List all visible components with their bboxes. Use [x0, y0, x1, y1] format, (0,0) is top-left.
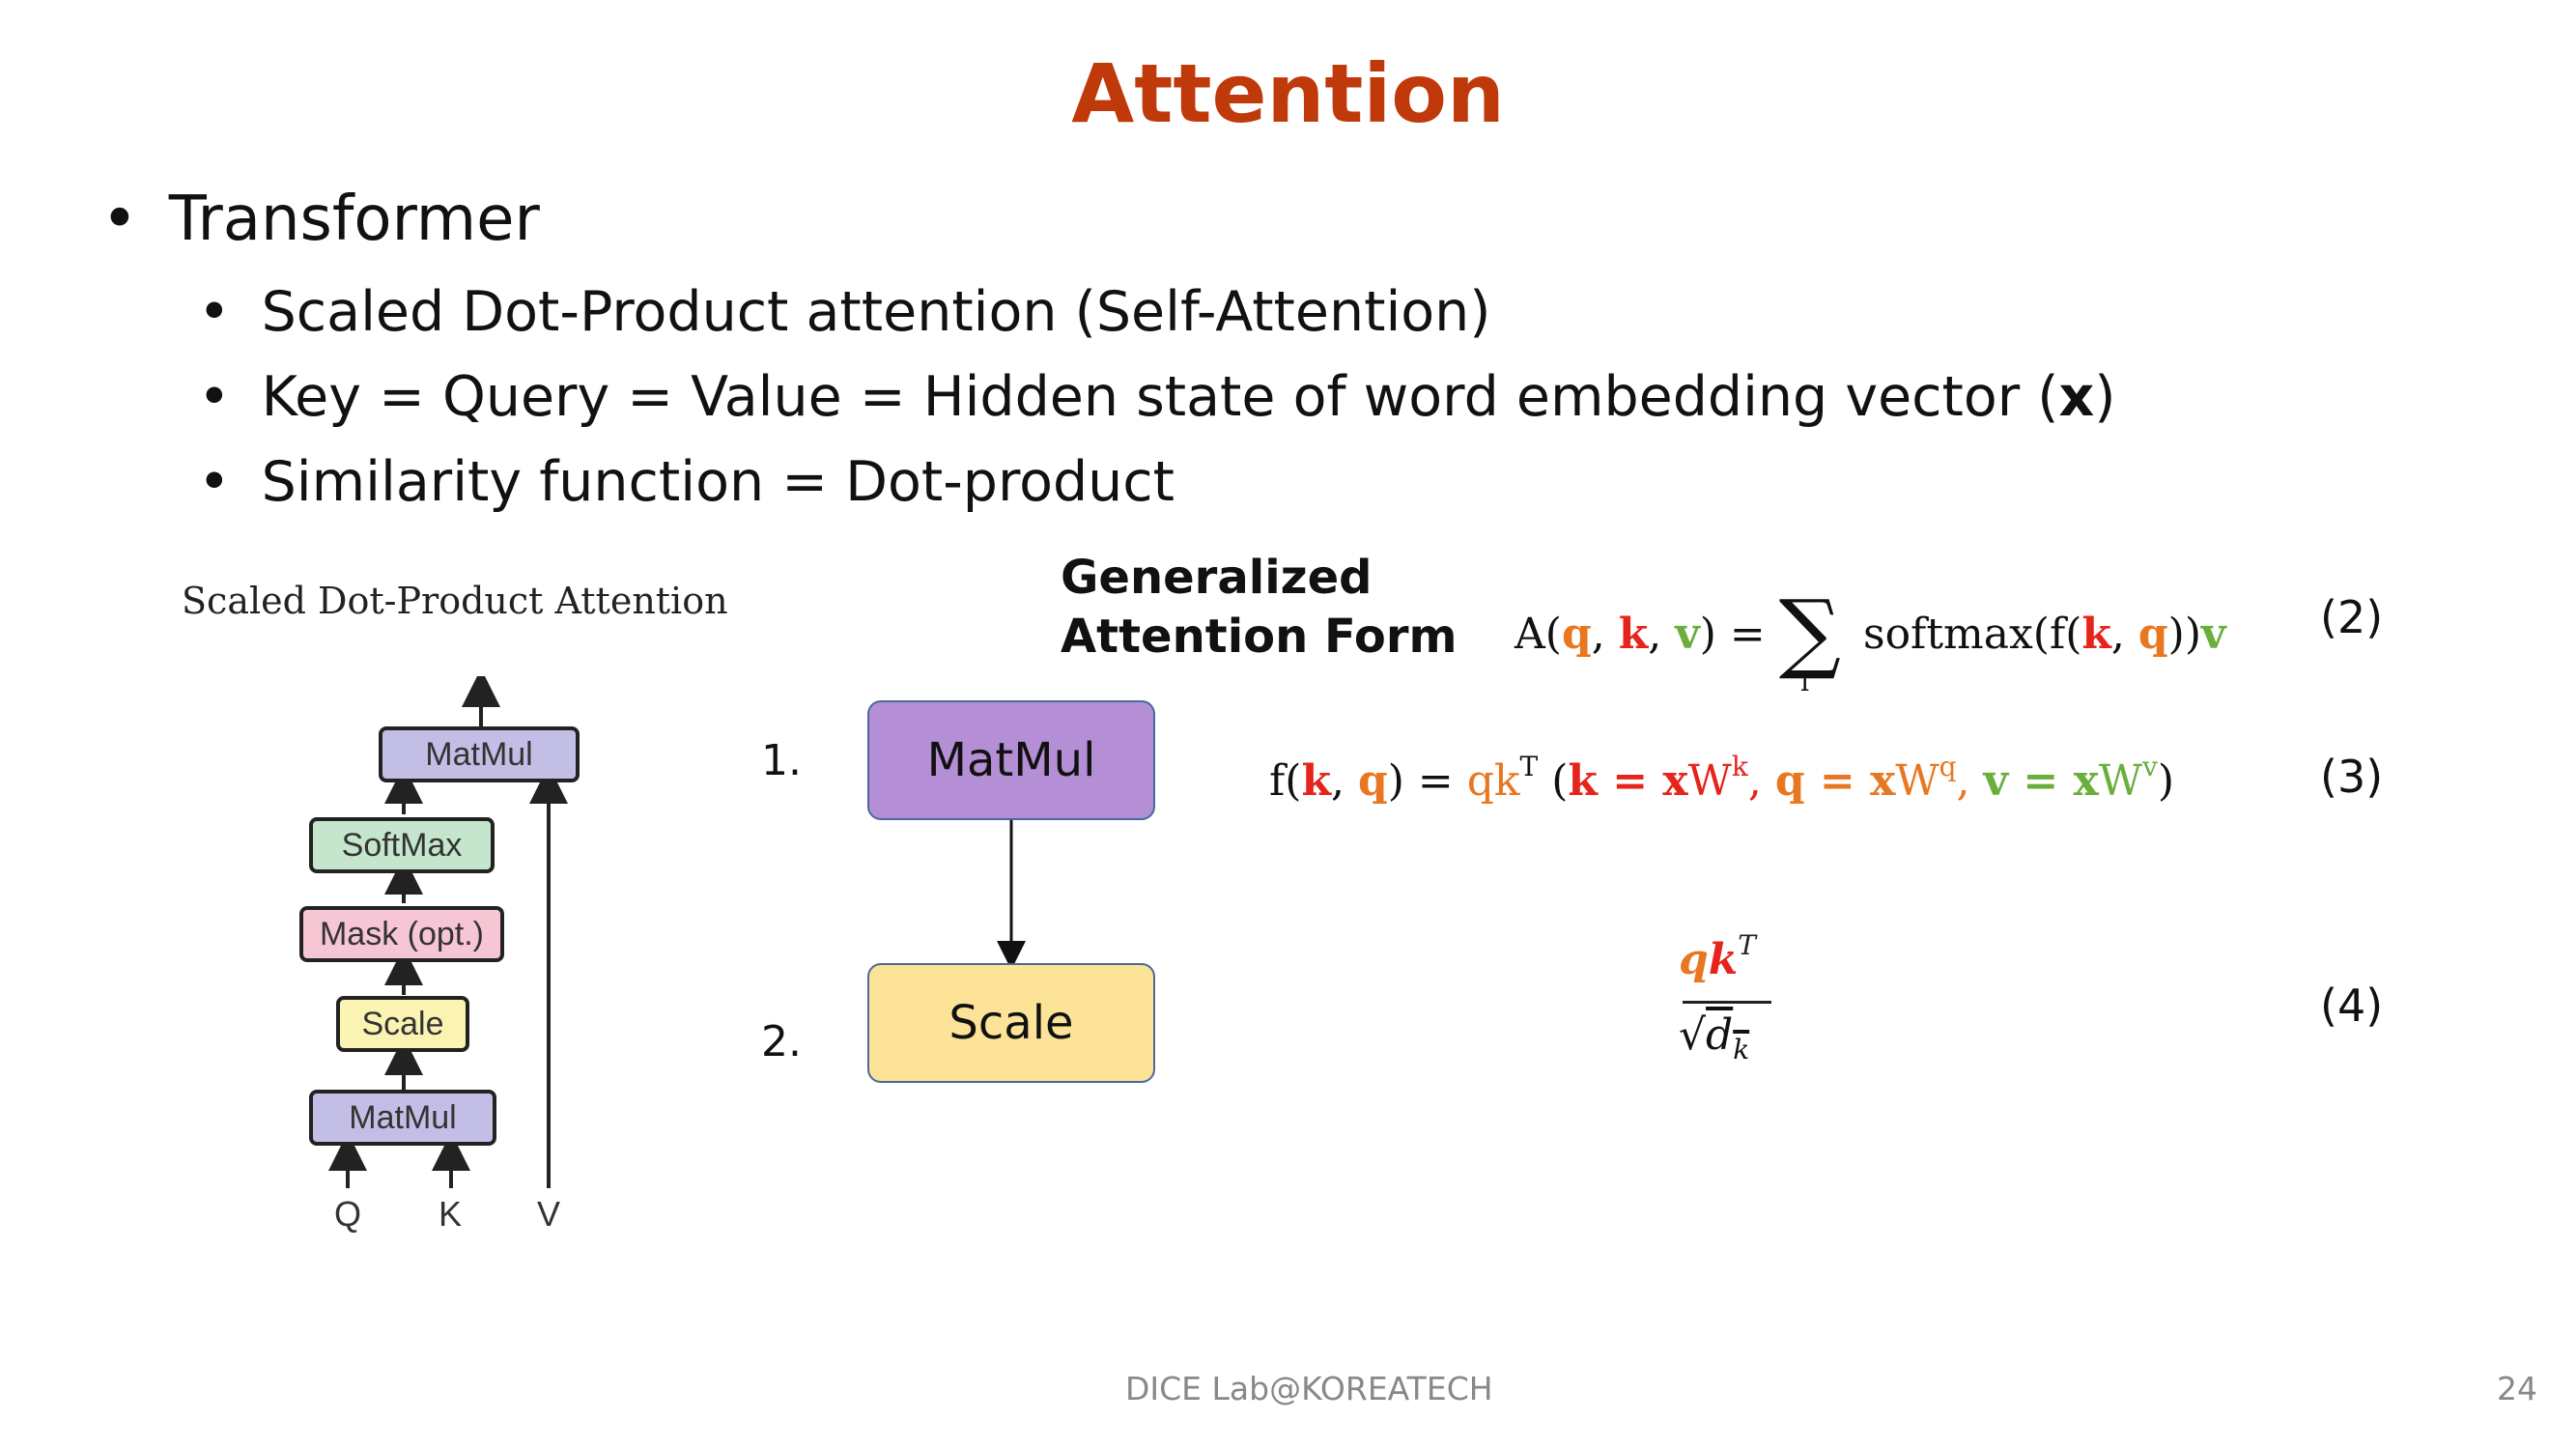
equation-2-number: (2) [2320, 591, 2384, 643]
step-number-2: 2. [761, 1017, 802, 1066]
block-matmul-bottom: MatMul [309, 1090, 496, 1146]
equation-4-number: (4) [2320, 980, 2384, 1032]
equation-4-denominator: √dk [1679, 1010, 1750, 1065]
generalized-form-heading: Generalized Attention Form [1061, 549, 1458, 667]
sub-bullet-text: Similarity function = Dot-product [261, 450, 1175, 514]
equation-4-fraction-bar [1683, 1001, 1771, 1004]
sub-bullet-2: • Key = Query = Value = Hidden state of w… [198, 365, 2116, 429]
bullet-transformer: • Transformer [101, 184, 540, 255]
flow-arrow [997, 820, 1026, 965]
equation-2: A(q, k, v) = ∑i softmax(f(k, q))v [1514, 582, 2226, 697]
figure-caption: Scaled Dot-Product Attention [182, 580, 728, 622]
bullet-main-text: Transformer [168, 184, 540, 255]
block-label: Scale [361, 1005, 444, 1042]
step-number-1: 1. [761, 736, 802, 785]
generalized-line-1: Generalized [1061, 551, 1373, 605]
figure-arrows [328, 676, 568, 1188]
block-scale: Scale [336, 996, 469, 1052]
equation-4-numerator: qkT [1679, 929, 1756, 984]
flow-box-scale: Scale [867, 963, 1155, 1083]
flow-box-label: Scale [948, 996, 1074, 1050]
sub-bullet-3: • Similarity function = Dot-product [198, 450, 1175, 514]
slide-title: Attention [1071, 46, 1505, 141]
block-mask: Mask (opt.) [299, 906, 504, 962]
input-q-label: Q [334, 1194, 362, 1234]
block-softmax: SoftMax [309, 817, 495, 873]
bullet-dot: • [198, 365, 231, 429]
block-matmul-top: MatMul [379, 726, 580, 782]
block-label: MatMul [425, 735, 533, 773]
sub-bullet-text: Key = Query = Value = Hidden state of wo… [261, 365, 2059, 429]
bullet-dot: • [101, 184, 138, 255]
sub-bullet-1: • Scaled Dot-Product attention (Self-Atte… [198, 280, 1491, 344]
block-label: MatMul [349, 1098, 457, 1136]
block-label: SoftMax [341, 826, 463, 864]
sub-bullet-bold-x: x [2058, 365, 2095, 429]
flow-box-matmul: MatMul [867, 700, 1155, 820]
footer-text: DICE Lab@KOREATECH [1125, 1370, 1493, 1407]
bullet-dot: • [198, 450, 231, 514]
equation-3: f(k, q) = qkT (k = xWk, q = xWq, v = xWv… [1269, 751, 2175, 806]
input-k-label: K [439, 1194, 463, 1234]
page-number: 24 [2497, 1370, 2537, 1407]
sub-bullet-text: Scaled Dot-Product attention (Self-Atten… [261, 280, 1491, 344]
generalized-line-2: Attention Form [1061, 610, 1458, 664]
input-v-label: V [537, 1194, 561, 1234]
bullet-dot: • [198, 280, 231, 344]
flow-box-label: MatMul [926, 733, 1096, 787]
equation-3-number: (3) [2320, 751, 2384, 803]
block-label: Mask (opt.) [319, 915, 485, 952]
sub-bullet-text-end: ) [2094, 365, 2116, 429]
